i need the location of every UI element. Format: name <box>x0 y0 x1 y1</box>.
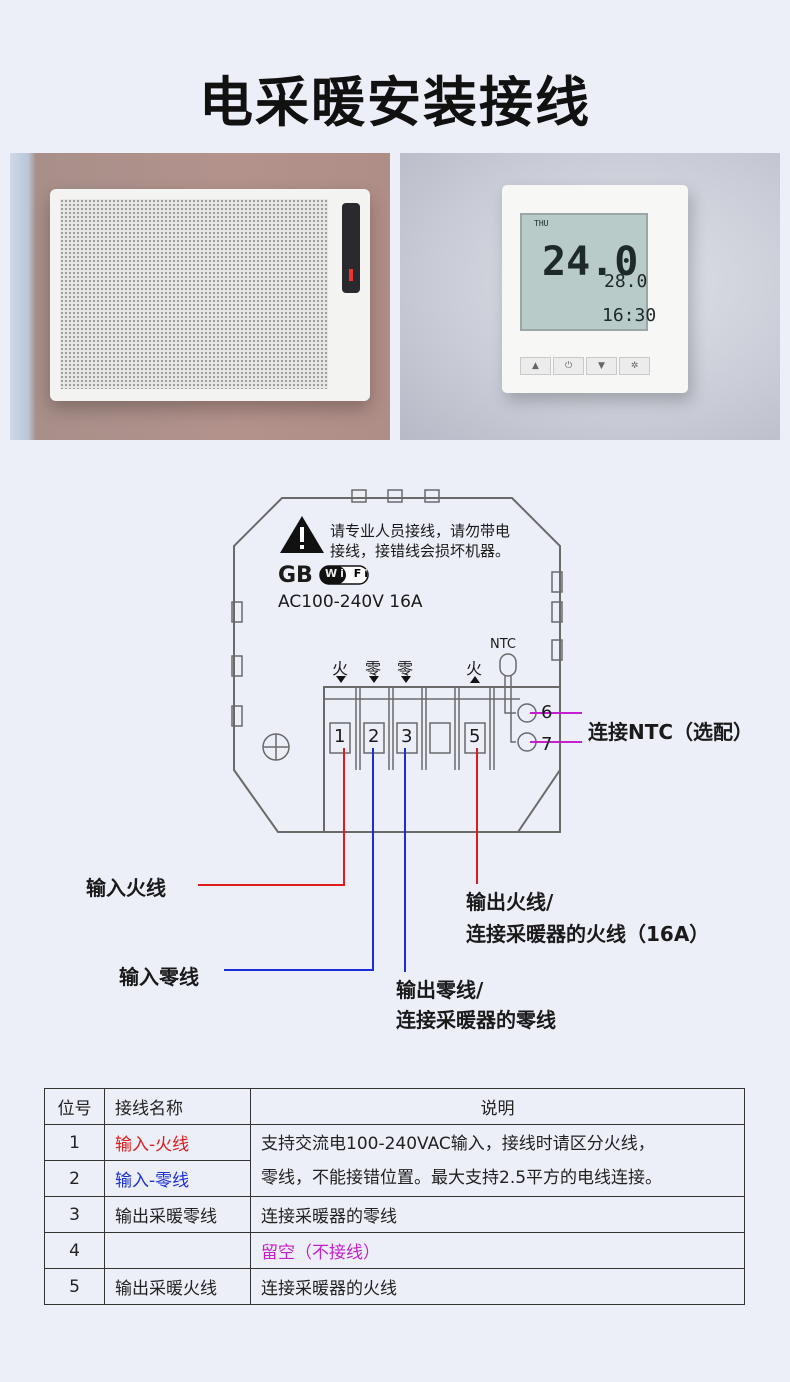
top-tab-1 <box>351 489 367 503</box>
ntc-terminal-number-6: 6 <box>541 702 553 723</box>
heater-grill <box>60 199 328 389</box>
side-tab-right-3 <box>551 639 563 661</box>
terminal-1 <box>329 722 351 754</box>
header-position: 位号 <box>44 1088 105 1125</box>
arrow-down-icon <box>369 676 379 683</box>
output-neutral-label-line2: 连接采暖器的零线 <box>396 1008 556 1032</box>
row-description: 留空（不接线） <box>250 1232 745 1269</box>
wifi-badge-fill <box>320 566 346 584</box>
table-row: 4 留空（不接线） <box>44 1232 745 1269</box>
ntc-wire-1 <box>504 676 516 714</box>
terminal-separators <box>355 687 495 770</box>
rating-label: AC100-240V 16A <box>278 592 423 612</box>
row-description: 连接采暖器的零线 <box>250 1196 745 1233</box>
thermostat-screen: THU 24.0 28.0 16:30 <box>520 213 656 331</box>
input-live-label: 输入火线 <box>86 876 166 900</box>
row-position: 4 <box>44 1232 105 1269</box>
input-live-wire <box>198 748 345 886</box>
table-row: 1 输入-火线 支持交流电100-240VAC输入，接线时请区分火线， 零线，不… <box>44 1124 745 1197</box>
ntc-sensor-icon <box>499 653 517 677</box>
thermostat-temperature: 24.0 <box>542 239 639 285</box>
row-name: 输出采暖火线 <box>104 1268 251 1305</box>
row-name <box>104 1232 251 1269</box>
page-title: 电采暖安装接线 <box>199 71 591 134</box>
row-name: 输入-零线 <box>104 1160 251 1197</box>
thermostat-buttons: ▲ ⏻ ▼ ✲ <box>520 357 650 375</box>
warning-mark-bar <box>300 527 304 542</box>
side-tab-left-1 <box>231 601 243 623</box>
thermostat-time: 16:30 <box>602 305 657 326</box>
power-icon: ⏻ <box>553 357 584 375</box>
output-neutral-label-line1: 输出零线/ <box>396 978 484 1002</box>
thermostat-photo: THU 24.0 28.0 16:30 ▲ ⏻ ▼ ✲ <box>400 153 780 440</box>
merged-description-line1: 支持交流电100-240VAC输入，接线时请区分火线， <box>261 1133 655 1154</box>
table-row: 3 输出采暖零线 连接采暖器的零线 <box>44 1196 745 1233</box>
header-name: 接线名称 <box>104 1088 251 1125</box>
wiring-diagram: 请专业人员接线，请勿带电 接线，接错线会损坏机器。 GB Wi Fi AC100… <box>0 480 790 1050</box>
header-description: 说明 <box>250 1088 745 1125</box>
row-position: 3 <box>44 1196 105 1233</box>
ntc-connect-label: 连接NTC（选配） <box>588 720 754 744</box>
brand-label: GB <box>278 563 313 588</box>
ntc-terminal-number-7: 7 <box>541 734 553 755</box>
merged-description-line2: 零线，不能接错位置。最大支持2.5平方的电线连接。 <box>261 1167 663 1188</box>
output-live-label-line2: 连接采暖器的火线（16A） <box>466 922 710 946</box>
table-header-row: 位号 接线名称 说明 <box>44 1088 745 1125</box>
heater-control-panel <box>342 203 360 293</box>
row-position: 5 <box>44 1268 105 1305</box>
table-row: 2 输入-零线 <box>44 1160 745 1197</box>
wall-heater-image <box>50 189 370 401</box>
settings-icon: ✲ <box>619 357 650 375</box>
warning-text-line2: 接线，接错线会损坏机器。 <box>330 542 511 560</box>
warning-mark-dot <box>300 545 304 549</box>
top-tab-2 <box>387 489 403 503</box>
arrow-up-icon <box>470 676 480 683</box>
arrow-down-icon <box>401 676 411 683</box>
terminal-number-2: 2 <box>368 726 380 747</box>
terminal-3 <box>396 722 418 754</box>
row-position: 1 <box>44 1124 105 1161</box>
terminal-block <box>323 686 561 833</box>
terminal-number-3: 3 <box>401 726 413 747</box>
output-live-label-line1: 输出火线/ <box>466 890 554 914</box>
side-tab-left-2 <box>231 655 243 677</box>
wiring-spec-table: 位号 接线名称 说明 1 输入-火线 支持交流电100-240VAC输入，接线时… <box>44 1088 745 1305</box>
wifi-badge-text: Wi Fi <box>325 567 372 580</box>
terminal-number-1: 1 <box>334 726 346 747</box>
ntc-label: NTC <box>490 637 516 652</box>
thermostat-device: THU 24.0 28.0 16:30 ▲ ⏻ ▼ ✲ <box>502 185 688 393</box>
terminal-number-5: 5 <box>469 726 481 747</box>
input-neutral-wire <box>224 748 374 971</box>
heater-photo <box>10 153 390 440</box>
terminal-4 <box>429 722 451 754</box>
row-description: 连接采暖器的火线 <box>250 1268 745 1305</box>
ntc-wire-2 <box>510 676 516 743</box>
row-position: 2 <box>44 1160 105 1197</box>
side-tab-left-3 <box>231 705 243 727</box>
terminal-top-label-2: 零 <box>365 659 382 678</box>
merged-description: 支持交流电100-240VAC输入，接线时请区分火线， 零线，不能接错位置。最大… <box>250 1124 745 1197</box>
row-name: 输入-火线 <box>104 1124 251 1161</box>
row-name: 输出采暖零线 <box>104 1196 251 1233</box>
warning-text-line1: 请专业人员接线，请勿带电 <box>330 522 511 540</box>
terminal-5 <box>464 722 486 754</box>
thermostat-secondary-temp: 28.0 <box>604 271 648 292</box>
wiring-diagram-svg <box>198 489 582 972</box>
terminal-arrows <box>336 676 480 683</box>
input-neutral-label: 输入零线 <box>119 965 199 989</box>
down-icon: ▼ <box>586 357 617 375</box>
up-icon: ▲ <box>520 357 551 375</box>
side-tab-right-1 <box>551 571 563 593</box>
thermostat-day: THU <box>534 219 549 228</box>
side-tab-right-2 <box>551 601 563 623</box>
terminal-top-label-3: 零 <box>397 659 414 678</box>
terminal-top-label-4: 火 <box>466 659 483 678</box>
table-row: 5 输出采暖火线 连接采暖器的火线 <box>44 1268 745 1305</box>
top-tab-3 <box>424 489 440 503</box>
terminal-top-label-1: 火 <box>332 659 349 678</box>
arrow-down-icon <box>336 676 346 683</box>
